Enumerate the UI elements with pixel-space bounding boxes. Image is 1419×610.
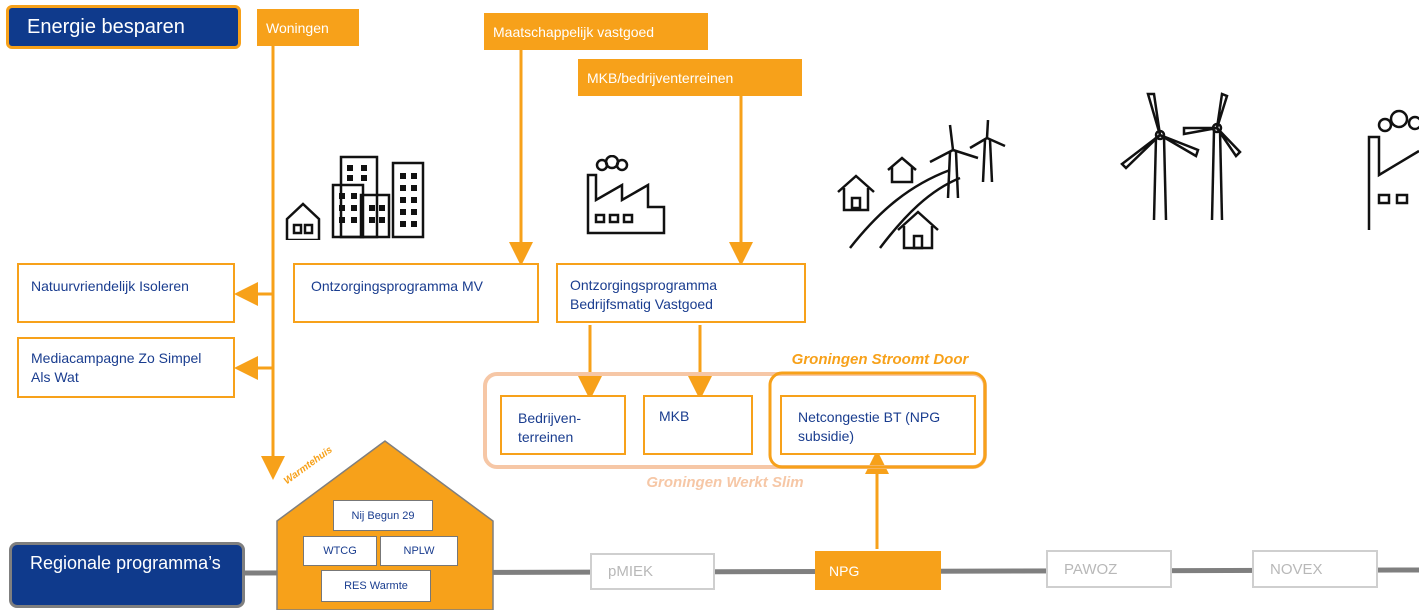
warmtehuis-item: Nij Begun 29 <box>333 500 433 531</box>
group-label-stroomt-door: Groningen Stroomt Door <box>791 351 969 368</box>
timeline-pawoz: PAWOZ <box>1046 550 1172 588</box>
warmtehuis-item: NPLW <box>380 536 458 566</box>
timeline-pmiek: pMIEK <box>590 553 715 590</box>
houses-windmills-icon <box>837 120 1006 250</box>
program-mkb: MKB <box>643 395 753 455</box>
program-isoleren: Natuurvriendelijk Isoleren <box>17 263 235 323</box>
gsd-outline <box>768 371 987 469</box>
program-bedrijventerreinen: Bedrijven-terreinen <box>500 395 626 455</box>
timeline-novex: NOVEX <box>1252 550 1378 588</box>
group-label-werkt-slim: Groningen Werkt Slim <box>646 474 804 491</box>
timeline-npg: NPG <box>815 551 941 590</box>
factory-icon <box>1367 109 1419 230</box>
sector-maatschappelijk-vastgoed: Maatschappelijk vastgoed <box>484 13 708 50</box>
sector-woningen: Woningen <box>257 9 359 46</box>
warmtehuis-item: RES Warmte <box>321 570 431 602</box>
warmtehuis-item: WTCG <box>303 536 377 566</box>
program-ontzorging-mv: Ontzorgingsprogramma MV <box>293 263 539 323</box>
windmills-icon <box>1120 92 1242 221</box>
factory-icon <box>586 155 666 235</box>
program-mediacampagne: Mediacampagne Zo Simpel Als Wat <box>17 337 235 398</box>
page-title: Energie besparen <box>6 5 241 49</box>
program-ontzorging-bv: Ontzorgingsprogramma Bedrijfsmatig Vastg… <box>556 263 806 323</box>
regional-programs-label: Regionale programma’s <box>9 542 245 608</box>
program-netcongestie: Netcongestie BT (NPG subsidie) <box>780 395 976 455</box>
sector-mkb: MKB/bedrijventerreinen <box>578 59 802 96</box>
buildings-icon <box>285 155 425 240</box>
